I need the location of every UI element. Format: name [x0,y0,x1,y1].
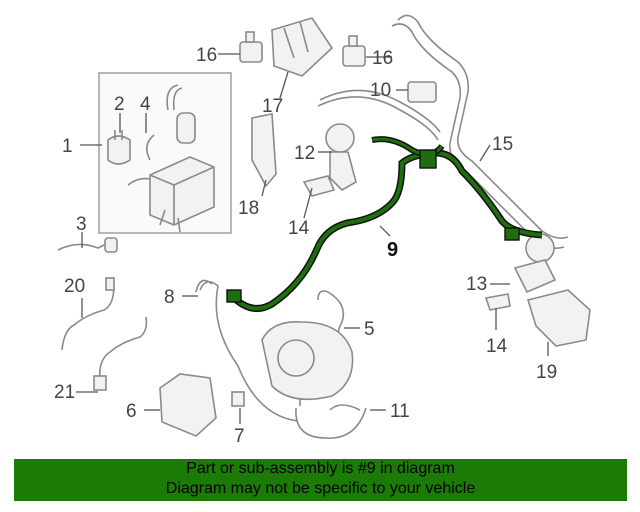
part-3-sensor [57,237,118,253]
sensor-7 [231,391,245,407]
callout-17: 17 [262,96,283,117]
callout-13: 13 [466,274,487,295]
callout-8: 8 [164,287,175,308]
hose-11 [295,398,367,439]
callout-21: 21 [54,382,75,403]
part-12-valve [325,123,357,191]
info-line-2: Diagram may not be specific to your vehi… [165,480,476,497]
callout-4: 4 [140,94,151,115]
callout-3: 3 [76,214,87,235]
info-banner: Part or sub-assembly is #9 in diagram Di… [14,459,627,501]
gasket-14b [484,293,511,311]
hose-8 [195,279,299,422]
highlighted-hose-9 [226,136,543,312]
shield-19 [526,289,591,347]
callout-18: 18 [238,198,259,219]
callout-16-right: 16 [372,48,393,69]
callout-7: 7 [234,426,245,447]
part-10-connector [407,81,437,103]
callout-15: 15 [492,134,513,155]
callout-1: 1 [62,136,73,157]
pump-5 [261,290,354,401]
callout-16-left: 16 [196,45,217,66]
sensor-21 [93,316,148,391]
callout-6: 6 [126,401,137,422]
callout-5: 5 [364,319,375,340]
callout-2: 2 [114,94,125,115]
callout-14-left: 14 [288,218,310,239]
callout-12: 12 [294,143,315,164]
callout-9: 9 [387,239,398,261]
callout-19: 19 [536,362,557,383]
bracket-6 [159,373,217,437]
leader-lines [76,53,549,424]
info-line-1: Part or sub-assembly is #9 in diagram [186,460,455,477]
bracket-18 [251,113,277,188]
canister-assembly [107,84,215,233]
callout-11: 11 [390,401,410,422]
gasket-14a [302,175,336,197]
callout-10: 10 [370,80,391,101]
part-13-valve [513,233,557,294]
callout-20: 20 [64,276,85,297]
parts-diagram: 1 2 4 3 16 16 17 10 15 12 18 14 9 13 14 … [54,14,591,447]
sensor-20 [61,277,115,351]
callout-14-right: 14 [486,336,508,357]
top-brackets [239,17,366,77]
